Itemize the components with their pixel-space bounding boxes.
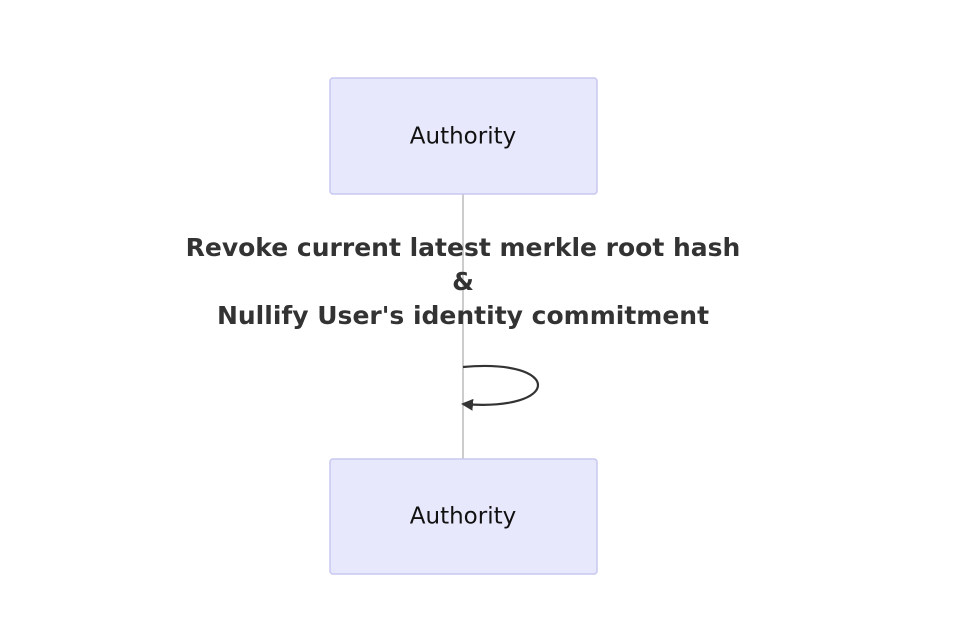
actor-top-box bbox=[329, 77, 598, 195]
actor-bottom-label: Authority bbox=[410, 504, 516, 530]
actor-bottom-box bbox=[329, 458, 598, 575]
actor-top-label: Authority bbox=[410, 124, 516, 150]
actor-bottom: Authority bbox=[329, 458, 598, 575]
message-line-2: & bbox=[452, 267, 474, 296]
self-message-arrow bbox=[461, 364, 540, 411]
message-line-1: Revoke current latest merkle root hash bbox=[186, 233, 741, 262]
actor-top: Authority bbox=[329, 77, 598, 195]
self-message: Revoke current latest merkle root hash &… bbox=[186, 233, 741, 411]
message-line-3: Nullify User's identity commitment bbox=[217, 301, 709, 330]
